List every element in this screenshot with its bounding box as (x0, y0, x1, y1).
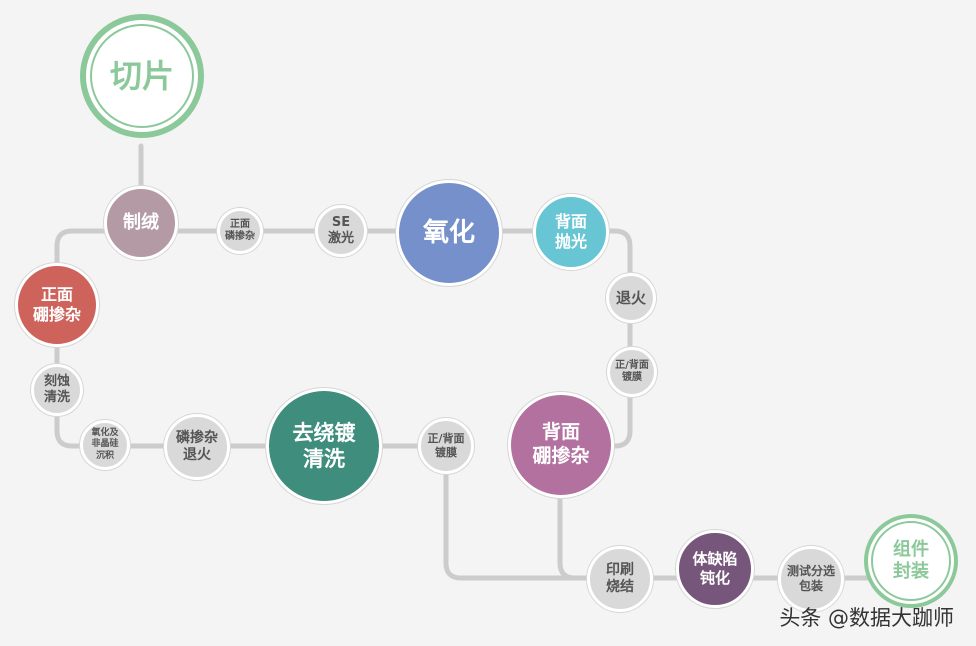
node-back-polishing-label: 背面 抛光 (554, 212, 587, 251)
node-bulk-defect-passivation-label: 体缺陷 钝化 (692, 550, 738, 587)
node-oxidation-amorphous-si-deposition-label: 氧化及 非晶硅 沉积 (91, 428, 119, 461)
node-back-boron-doping-label: 背面 硼掺杂 (532, 421, 590, 467)
node-front-phosphorus-doping-label: 正面 磷掺杂 (225, 218, 255, 243)
node-front-back-coating-right: 正/背面 镀膜 (607, 347, 657, 397)
node-etching-cleaning-label: 刻蚀 清洗 (43, 373, 70, 405)
node-back-boron-doping: 背面 硼掺杂 (508, 392, 614, 498)
node-slicing: 切片 (80, 14, 204, 138)
node-oxidation-amorphous-si-deposition: 氧化及 非晶硅 沉积 (80, 420, 130, 470)
node-wraparound-removal-cleaning: 去绕镀 清洗 (266, 388, 382, 504)
node-front-back-coating-mid: 正/背面 镀膜 (418, 418, 474, 474)
node-se-laser-label: SE 激光 (327, 214, 354, 246)
node-wraparound-removal-cleaning-label: 去绕镀 清洗 (292, 420, 356, 471)
node-annealing-label: 退火 (615, 288, 646, 307)
node-oxidation: 氧化 (396, 180, 502, 286)
node-front-back-coating-right-label: 正/背面 镀膜 (615, 359, 649, 384)
node-bulk-defect-passivation: 体缺陷 钝化 (676, 530, 754, 608)
node-printing-sintering-label: 印刷 烧结 (606, 561, 634, 596)
connector-left-loop (54, 228, 273, 449)
node-module-assembly-label: 组件 封装 (893, 538, 929, 583)
node-front-phosphorus-doping: 正面 磷掺杂 (217, 208, 263, 254)
node-phosphorus-doping-annealing-label: 磷掺杂 退火 (176, 429, 218, 464)
node-testing-sorting-packaging: 测试分选 包装 (778, 546, 844, 612)
node-testing-sorting-packaging-label: 测试分选 包装 (786, 564, 835, 593)
node-front-boron-doping: 正面 硼掺杂 (15, 263, 99, 347)
node-annealing: 退火 (606, 273, 656, 323)
connector-right-loop (602, 228, 633, 449)
node-module-assembly: 组件 封装 (864, 514, 958, 608)
node-se-laser: SE 激光 (315, 205, 367, 257)
node-back-polishing: 背面 抛光 (533, 194, 609, 270)
connector-mid-down (443, 469, 593, 581)
node-etching-cleaning: 刻蚀 清洗 (31, 364, 83, 416)
node-oxidation-label: 氧化 (422, 217, 475, 248)
node-front-boron-doping-label: 正面 硼掺杂 (32, 285, 81, 324)
watermark-text: 头条 @数据大跏师 (779, 606, 954, 630)
node-front-back-coating-mid-label: 正/背面 镀膜 (427, 432, 465, 459)
connector-right-down (557, 495, 578, 581)
node-slicing-label: 切片 (109, 57, 174, 95)
node-phosphorus-doping-annealing: 磷掺杂 退火 (164, 414, 230, 480)
node-texturing: 制绒 (104, 186, 178, 260)
node-printing-sintering: 印刷 烧结 (587, 546, 653, 612)
node-texturing-label: 制绒 (123, 211, 159, 233)
